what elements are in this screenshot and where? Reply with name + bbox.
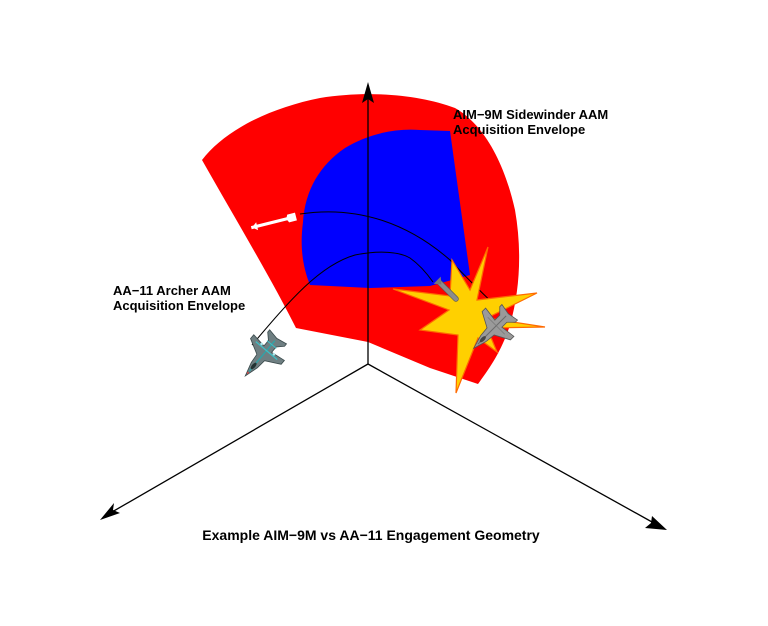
aim9m-label-line1: AIM−9M Sidewinder AAM	[453, 107, 609, 122]
aa11-label-line2: Acquisition Envelope	[113, 298, 246, 313]
diagram-title: Example AIM−9M vs AA−11 Engagement Geome…	[202, 527, 540, 543]
right-axis	[367, 363, 653, 523]
aim9m-label-line2: Acquisition Envelope	[453, 122, 586, 137]
aim9m-missile-trajectory	[251, 251, 434, 346]
axes	[111, 96, 653, 523]
su27-fighter-icon	[244, 329, 288, 378]
vertical-axis-arrowhead-icon	[362, 82, 374, 103]
aa11-label-line1: AA−11 Archer AAM	[113, 283, 231, 298]
aa11-missile-icon	[250, 212, 297, 231]
fa18-fighter-icon	[472, 303, 519, 350]
left-axis-arrowhead-icon	[100, 503, 120, 520]
aim9m-envelope-label: AIM−9M Sidewinder AAM Acquisition Envelo…	[453, 107, 608, 137]
left-axis	[111, 363, 369, 513]
aim9m-envelope-region	[301, 129, 470, 288]
right-axis-arrowhead-icon	[645, 516, 667, 530]
aa11-envelope-label: AA−11 Archer AAM Acquisition Envelope	[113, 283, 245, 313]
